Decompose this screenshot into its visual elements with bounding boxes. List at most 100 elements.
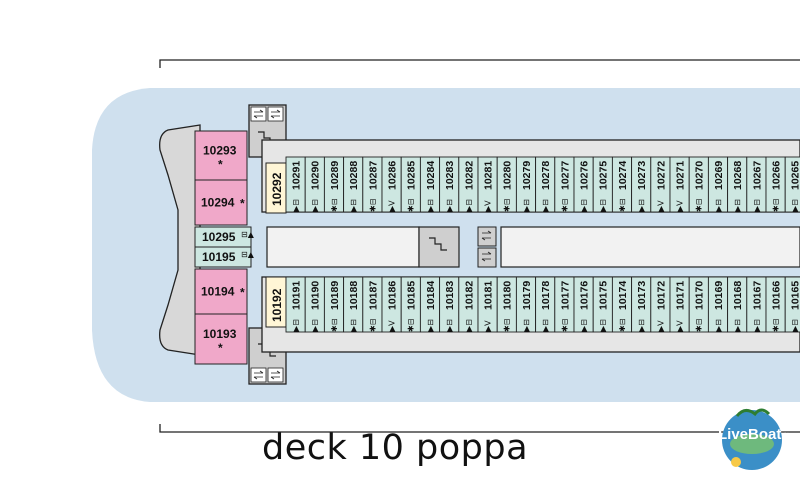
liveboat-logo: LiveBoat.it [712, 404, 798, 474]
suite-number: 10193 [203, 327, 237, 341]
cabin-symbols: ⊟▲ [241, 230, 255, 239]
central-corridor-left [266, 226, 420, 268]
cabin-symbols: ▶⊟ [426, 319, 435, 332]
cabin-symbols: ▶⊟ [599, 319, 608, 332]
cabin-symbols: ▶⊟ [599, 199, 608, 212]
corner-cabin-bottom: 10192 [265, 276, 287, 328]
cabin-symbols: ▶⊟ [464, 319, 473, 332]
cabin-symbols: ▶V [676, 320, 685, 332]
cabin-number: 10291 [291, 161, 303, 190]
cabin-number: 10270 [694, 161, 706, 190]
cabin-symbols: ▶⊟ [349, 199, 358, 212]
cabin: 10184▶⊟ [419, 276, 441, 333]
cabin: 10178▶⊟ [535, 276, 556, 333]
cabin-number: 10176 [579, 281, 591, 310]
cabin-number: 10295 [202, 230, 236, 244]
cabin: 10278▶⊟ [535, 156, 556, 213]
cabin: 10266✱⊟ [765, 156, 786, 213]
logo-text: LiveBoat.it [718, 426, 790, 443]
cabin-number: 10188 [348, 281, 360, 310]
cabin-symbols: ▶⊟ [541, 319, 550, 332]
cabin: 10169▶⊟ [707, 276, 729, 333]
cabin-symbols: ✱⊟ [772, 199, 781, 212]
cabin-symbols: ✱⊟ [368, 199, 377, 212]
cabin: 10185 ✱⊟ [400, 276, 421, 333]
cabin-number: 10173 [636, 281, 648, 310]
cabin: 10173▶⊟ [631, 276, 652, 333]
cabin-number: 10290 [310, 161, 322, 190]
cabin-symbols: ✱⊟ [407, 319, 416, 332]
cabin-symbols: ▶V [388, 200, 397, 212]
cabin-symbols: ▶⊟ [522, 199, 531, 212]
cabin: 10175 ▶⊟ [592, 276, 613, 333]
cabin: 10290▶⊟ [304, 156, 325, 213]
cabin-number: 10189 [329, 281, 341, 310]
cabin-number: 10167 [751, 281, 763, 310]
central-corridor-right [500, 226, 800, 268]
central-elevators [477, 226, 497, 268]
cabin: 10279▶⊟ [515, 156, 537, 213]
cabin: 10291 ▶⊟ [285, 156, 306, 213]
cabin: 10170✱⊟ [688, 276, 709, 333]
cabin: 10166✱⊟ [765, 276, 786, 333]
cabin-symbols: ⊟▲ [241, 250, 255, 259]
cabin-number: 10180 [502, 281, 514, 310]
suite-cabin: 10294* [194, 179, 248, 226]
cabin-symbols: ✱⊟ [503, 199, 512, 212]
cabin: 10180✱⊟ [496, 276, 517, 333]
cabin: 10274✱⊟ [611, 156, 633, 213]
suite-number: 10294 [201, 196, 235, 210]
cabin-number: 10169 [713, 281, 725, 310]
cabin: 10286 ▶V [381, 156, 402, 213]
cabin-symbols: ✱⊟ [772, 319, 781, 332]
top-cabin-row: 10291▶⊟10290▶⊟10289✱⊟10288▶⊟10287✱⊟10286… [285, 156, 800, 213]
cabin-symbols: ✱⊟ [330, 199, 339, 212]
cabin-symbols: ▶⊟ [445, 199, 454, 212]
cabin-symbols: ▶⊟ [292, 199, 301, 212]
cabin-number: 10273 [636, 161, 648, 190]
central-stairs [418, 226, 460, 268]
cabin-number: 10267 [751, 161, 763, 190]
cabin-symbols: ✱⊟ [368, 319, 377, 332]
cabin-symbols: ▶V [656, 200, 665, 212]
cabin: 10265▶⊟ [784, 156, 800, 213]
cabin-number: 10185 [406, 281, 418, 310]
cabin-number: 10283 [444, 161, 456, 190]
cabin-number: 10175 [598, 281, 610, 310]
cabin-number: 10277 [559, 161, 571, 190]
cabin-symbols: ✱⊟ [560, 319, 569, 332]
cabin-symbols: ▶⊟ [349, 319, 358, 332]
cabin: 10283 ▶⊟ [439, 156, 460, 213]
cabin-symbols: ▶V [676, 200, 685, 212]
cabin: 10176▶⊟ [573, 276, 594, 333]
small-cabin: 10295 ⊟▲ [194, 226, 255, 248]
suites: 10293*10294*10194*10193* [194, 130, 248, 365]
cabin: 10269▶⊟ [707, 156, 729, 213]
cabin: 10183▶⊟ [439, 276, 460, 333]
cabin-number: 10271 [675, 161, 687, 190]
suite-number: 10194 [201, 285, 235, 299]
cabin-symbols: ▶V [388, 320, 397, 332]
suite-mark: * [240, 286, 245, 300]
cabin: 10171 ▶V [669, 276, 690, 333]
cabin-number: 10278 [540, 161, 552, 190]
svg-text:10292: 10292 [270, 172, 284, 206]
cabin-symbols: ▶⊟ [752, 319, 761, 332]
cabin-number: 10165 [790, 281, 800, 310]
cabin-number: 10285 [406, 161, 418, 190]
cabin-symbols: ▶⊟ [714, 199, 723, 212]
cabin: 10172▶V [650, 276, 671, 333]
cabin-symbols: ▶⊟ [752, 199, 761, 212]
stern-outline [159, 124, 201, 356]
cabin-symbols: ▶⊟ [522, 319, 531, 332]
cabin-symbols: ✱⊟ [560, 199, 569, 212]
cabin-number: 10171 [675, 281, 687, 310]
cabin-number: 10289 [329, 161, 341, 190]
cabin-symbols: ✱⊟ [330, 319, 339, 332]
cabin-symbols: ✱⊟ [695, 319, 704, 332]
cabin-symbols: ▶V [484, 320, 493, 332]
cabin: 10190▶⊟ [304, 276, 325, 333]
cabin-symbols: ▶V [656, 320, 665, 332]
cabin-number: 10286 [387, 161, 399, 190]
